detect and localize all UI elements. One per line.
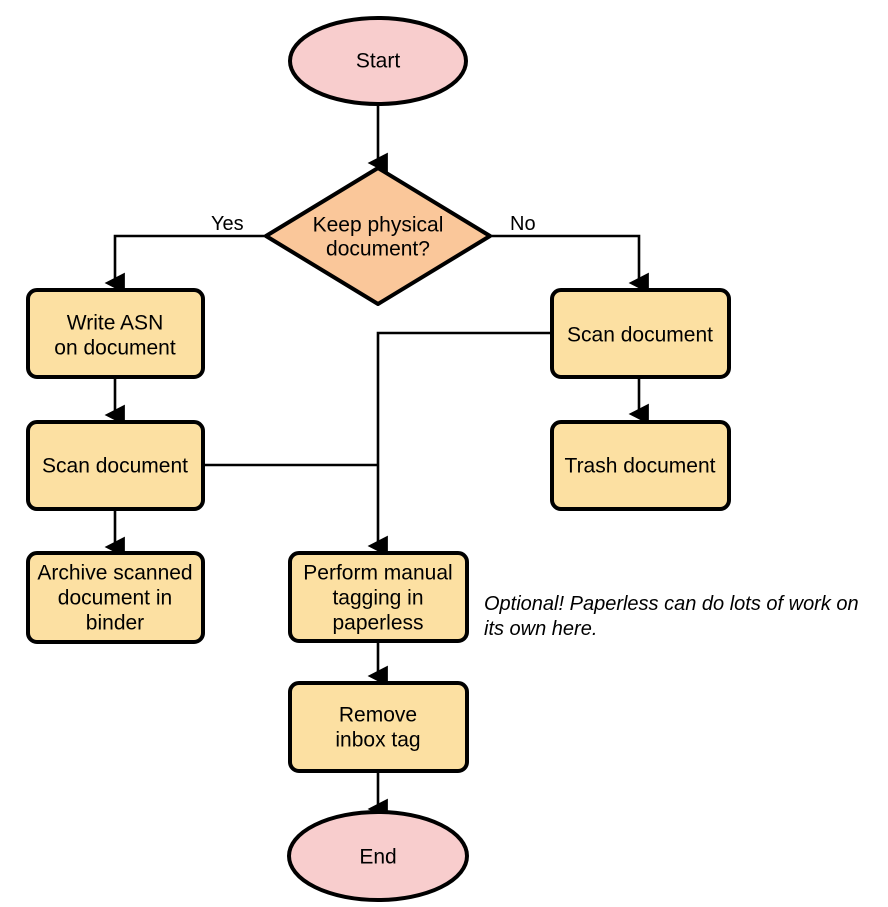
node-scan-document-left[interactable]: Scan document <box>26 420 205 511</box>
write-asn-label-line1: Write ASN <box>67 312 163 335</box>
node-decision-keep-physical-document[interactable]: Keep physical document? <box>264 166 492 306</box>
scan-document-right-box-shape <box>550 288 731 379</box>
node-write-asn-on-document[interactable]: Write ASN on document <box>26 288 205 379</box>
write-asn-label-line2: on document <box>54 337 176 360</box>
start-label: Start <box>356 50 401 73</box>
node-perform-manual-tagging[interactable]: Perform manual tagging in paperless <box>288 551 469 643</box>
archive-label-line1: Archive scanned <box>37 562 192 585</box>
edge-decision-no-to-scan-right <box>490 234 649 294</box>
edge-scan-right-to-tagging <box>367 331 552 557</box>
node-trash-document[interactable]: Trash document <box>550 420 731 511</box>
scan-document-left-box-shape <box>26 420 205 511</box>
node-end[interactable]: End <box>287 810 469 902</box>
node-archive-scanned-document[interactable]: Archive scanned document in binder <box>26 551 205 644</box>
optional-note-line1: Optional! Paperless can do lots of work … <box>484 593 859 615</box>
tagging-label-line1: Perform manual <box>303 562 452 585</box>
end-label: End <box>359 846 396 869</box>
edge-label-no: No <box>510 213 536 235</box>
decision-label-line1: Keep physical <box>313 214 444 237</box>
scan-document-right-label: Scan document <box>567 324 713 347</box>
remove-inbox-tag-box-shape <box>288 681 469 773</box>
tagging-label-line3: paperless <box>332 612 423 635</box>
trash-document-box-shape <box>550 420 731 511</box>
decision-diamond-shape <box>264 166 492 306</box>
edge-decision-yes-to-write-asn <box>104 234 265 294</box>
archive-label-line2: document in <box>58 587 172 610</box>
write-asn-box-shape <box>26 288 205 379</box>
node-start[interactable]: Start <box>288 16 468 106</box>
edge-label-yes: Yes <box>211 213 244 235</box>
node-scan-document-right[interactable]: Scan document <box>550 288 731 379</box>
scan-document-left-label: Scan document <box>42 455 188 478</box>
remove-inbox-tag-label-line2: inbox tag <box>335 729 420 752</box>
remove-inbox-tag-label-line1: Remove <box>339 704 417 727</box>
archive-label-line3: binder <box>86 612 144 635</box>
start-ellipse-shape <box>288 16 468 106</box>
decision-label-line2: document? <box>326 238 430 261</box>
tagging-box-shape <box>288 551 469 643</box>
archive-box-shape <box>26 551 205 644</box>
end-ellipse-shape <box>287 810 469 902</box>
node-remove-inbox-tag[interactable]: Remove inbox tag <box>288 681 469 773</box>
optional-note-line2: its own here. <box>484 618 597 640</box>
tagging-label-line2: tagging in <box>332 587 423 610</box>
trash-document-label: Trash document <box>565 455 716 478</box>
